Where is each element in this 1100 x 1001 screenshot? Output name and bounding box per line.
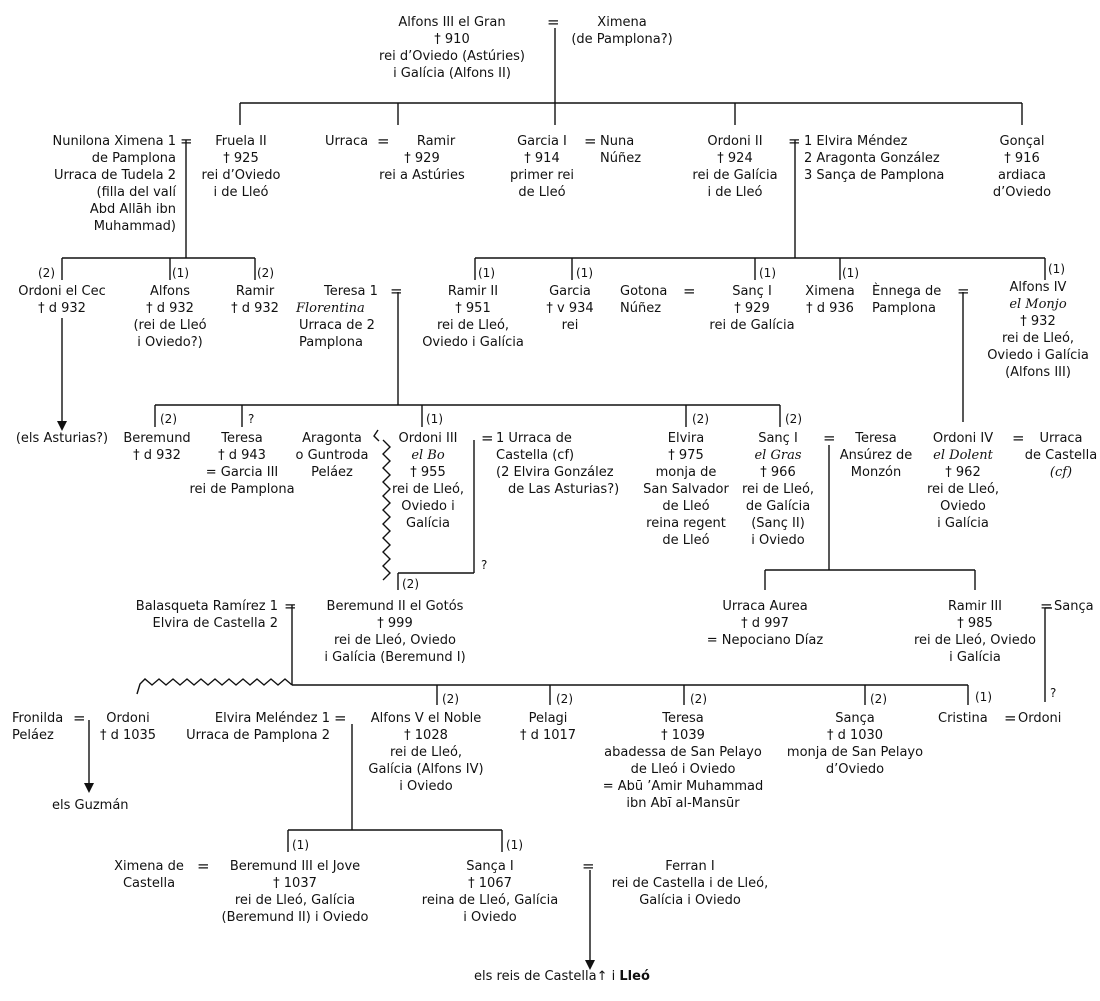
order-marker: (2) [442, 692, 459, 706]
marriage-sign: = [582, 857, 595, 875]
person-ordoni-cr: Ordoni [1018, 711, 1062, 726]
marriage-sign: = [481, 429, 494, 447]
marriage-sign: = [683, 282, 696, 300]
order-marker: (1) [426, 412, 443, 426]
person-urraca: Urraca [325, 134, 369, 149]
order-marker: (1) [576, 266, 593, 280]
order-marker: (2) [870, 692, 887, 706]
order-marker: (2) [556, 692, 573, 706]
person-teresa-florentina-urraca: Teresa 1 Florentina Urraca de 2 Pamplona [296, 284, 378, 350]
order-marker: (1) [1048, 262, 1065, 276]
order-marker: (1) [478, 266, 495, 280]
person-urraca-aurea: Urraca Aurea† d 997= Nepociano Díaz [706, 599, 824, 648]
order-marker: (2) [160, 412, 177, 426]
marriage-sign: = [1004, 709, 1017, 727]
marriage-sign: = [334, 709, 347, 727]
order-marker: (2) [402, 577, 419, 591]
order-marker: (1) [842, 266, 859, 280]
order-marker: (2) [690, 692, 707, 706]
order-marker: (2) [785, 412, 802, 426]
order-marker: (2) [38, 266, 55, 280]
order-marker: (1) [172, 266, 189, 280]
person-sanca-r: Sança [1054, 599, 1094, 614]
person-ramir-f: Ramir† d 932 [231, 284, 279, 316]
descendants-guzman: els Guzmán [52, 798, 129, 813]
marriage-sign: = [823, 429, 836, 447]
marriage-sign: = [788, 132, 801, 150]
order-marker: ? [481, 558, 488, 572]
marriage-sign: = [584, 132, 597, 150]
person-pelagi: Pelagi† d 1017 [519, 711, 577, 743]
person-beremund: Beremund† d 932 [123, 431, 191, 463]
marriage-sign: = [197, 857, 210, 875]
order-marker: ? [1050, 686, 1057, 700]
descendants-kings-castella-lleo: els reis de Castella↑ i Lleó [474, 969, 650, 984]
marriage-sign: = [547, 13, 560, 31]
order-marker: (2) [257, 266, 274, 280]
marriage-sign: = [390, 282, 403, 300]
person-cristina: Cristina [938, 711, 988, 726]
person-ordoni-el-cec: Ordoni el Cec† d 932 [18, 284, 106, 316]
descendants-asturias: (els Asturias?) [15, 431, 109, 446]
marriage-sign: = [73, 709, 86, 727]
marriage-sign: = [284, 597, 297, 615]
order-marker: (2) [692, 412, 709, 426]
marriage-sign: = [1040, 597, 1053, 615]
marriage-sign: = [957, 282, 970, 300]
order-marker: (1) [759, 266, 776, 280]
person-ximena: Ximena(de Pamplona?) [571, 15, 673, 47]
marriage-sign: = [377, 132, 390, 150]
person-ximena-o: Ximena† d 936 [805, 284, 855, 316]
marriage-sign: = [1012, 429, 1025, 447]
order-marker: (1) [292, 838, 309, 852]
order-marker: (1) [506, 838, 523, 852]
order-marker: ? [248, 412, 255, 426]
marriage-sign: = [180, 132, 193, 150]
person-ordoni-f: Ordoni† d 1035 [99, 711, 157, 743]
order-marker: (1) [975, 690, 992, 704]
